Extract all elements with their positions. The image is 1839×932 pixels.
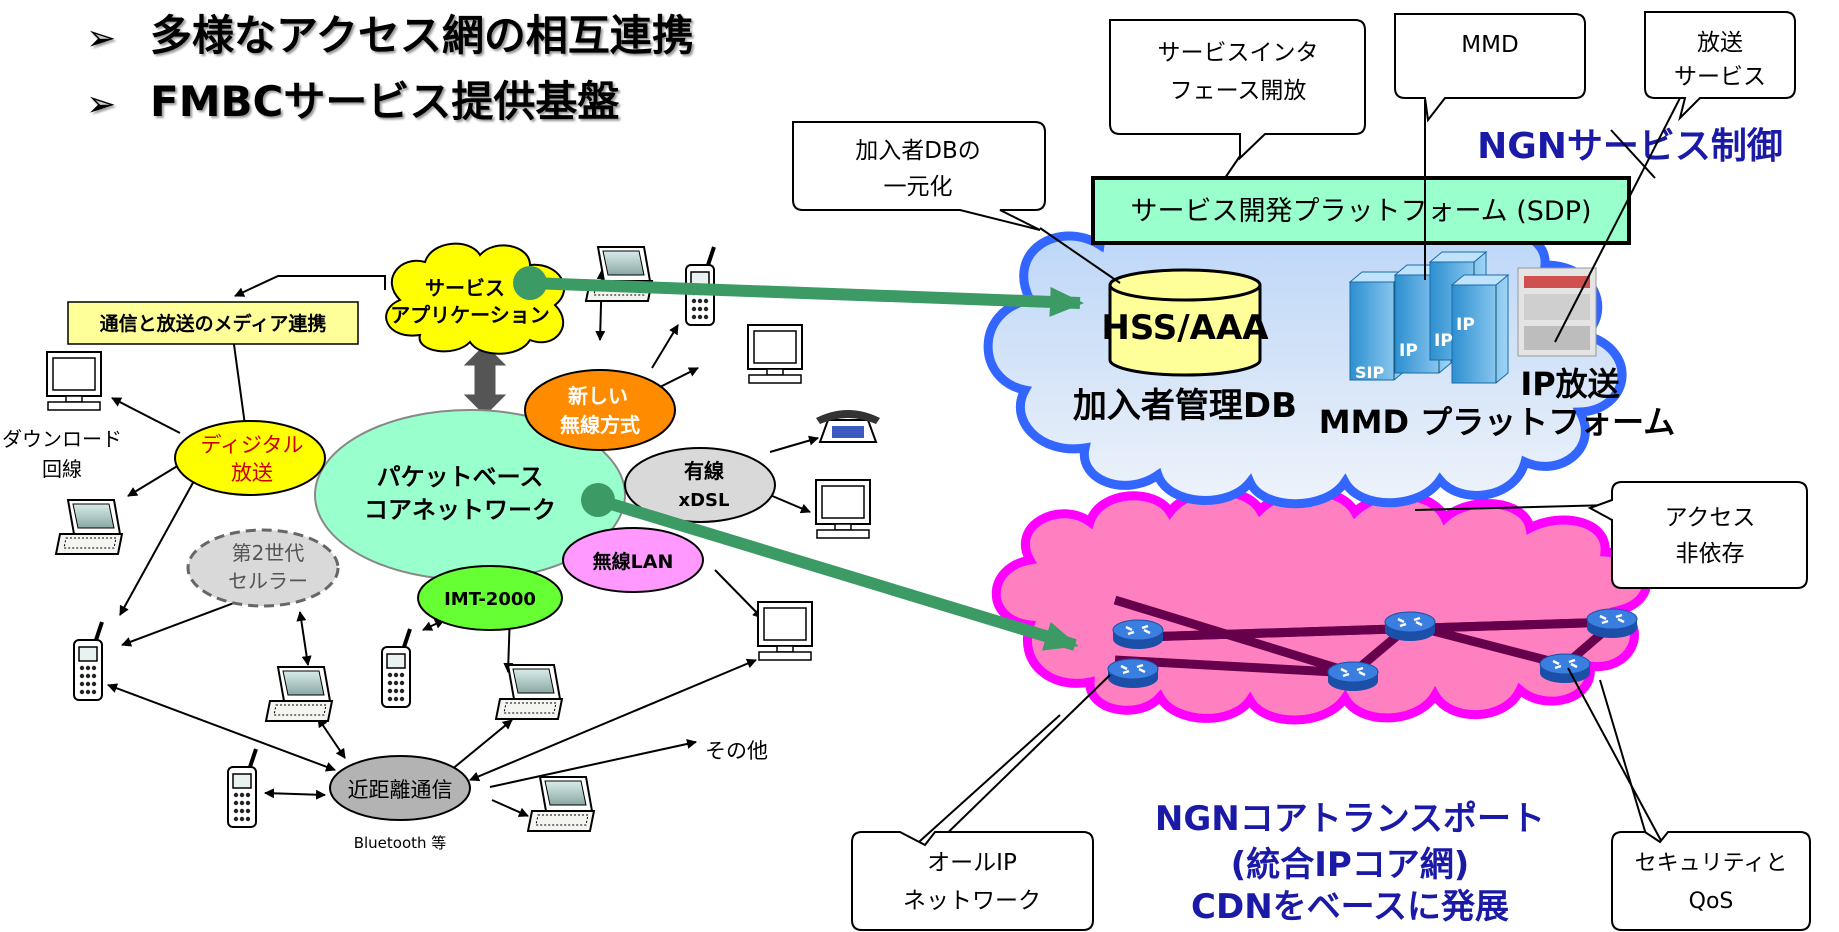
digital-broadcast-oval	[174, 420, 326, 496]
ngn-service-control-title: NGNサービス制御	[1477, 126, 1783, 167]
cellular-line2: セルラー	[228, 569, 308, 593]
wlan-label: 無線LAN	[593, 550, 674, 573]
callout-sif-line1: サービスインタ	[1158, 40, 1319, 66]
monitor-icon	[815, 479, 871, 539]
wired-line1: 有線	[684, 459, 724, 483]
callout-allip-line1: オールIP	[927, 850, 1017, 876]
core-line1: パケットベース	[377, 463, 544, 491]
desk-phone-icon	[816, 410, 880, 443]
sip-label: SIP	[1355, 363, 1384, 382]
service-app-line1: サービス	[425, 276, 505, 300]
subscriber-db-label: 加入者管理DB	[1073, 386, 1297, 426]
wireless-lan-oval	[562, 527, 704, 593]
monitor-icon	[46, 351, 102, 411]
callout-bc-line2: サービス	[1674, 64, 1766, 90]
ngn-core-subtitle: (統合IPコア網)	[1231, 845, 1470, 885]
callout-broadcast	[1644, 11, 1796, 122]
wired-line2: xDSL	[679, 490, 730, 511]
bullet-2-text: FMBCサービス提供基盤	[150, 77, 620, 126]
callout-allip-line2: ネットワーク	[903, 888, 1041, 914]
router-icon	[1111, 618, 1165, 651]
callout-access-line1: アクセス	[1665, 505, 1756, 531]
callout-all-ip	[851, 831, 1094, 931]
service-core-double-arrow	[463, 344, 507, 416]
transport-cloud	[991, 487, 1652, 725]
bullet-1-text: 多様なアクセス網の相互連携	[150, 11, 694, 60]
new-wireless-oval	[524, 369, 676, 451]
core-line2: コアネットワーク	[364, 496, 556, 524]
laptop-icon	[527, 776, 595, 832]
arrow-origin-dot	[513, 266, 547, 300]
digital-line2: 放送	[231, 461, 273, 485]
digital-line1: ディジタル	[200, 433, 303, 457]
bullet-2: ➢ FMBCサービス提供基盤	[86, 68, 619, 129]
service-to-ngn-arrow	[529, 277, 1084, 317]
callout-subscriber-db	[792, 121, 1046, 231]
callout-mmd-label: MMD	[1461, 32, 1518, 58]
new-wireless-line2: 無線方式	[560, 413, 640, 437]
near-field-label: 近距離通信	[348, 778, 453, 802]
callout-pointers	[909, 97, 1681, 851]
laptop-icon	[495, 664, 563, 720]
callout-sub-line1: 加入者DBの	[855, 138, 981, 164]
ip-label: IP	[1434, 331, 1453, 351]
monitor-icon	[757, 601, 813, 661]
cellular-2g-oval	[186, 528, 340, 608]
ip-label: IP	[1456, 315, 1475, 335]
ip-label: IP	[1399, 341, 1418, 361]
laptop-icon	[265, 666, 333, 722]
router-icon	[1106, 657, 1160, 690]
core-to-transport-arrow	[596, 494, 1079, 651]
hss-database-icon	[1108, 268, 1262, 377]
ngn-core-title: NGNコアトランスポート	[1155, 799, 1545, 839]
router-icon	[1383, 610, 1437, 643]
mobile-phone-icon	[72, 620, 104, 702]
mobile-phone-icon	[380, 627, 412, 709]
laptop-icon	[55, 499, 123, 555]
router-icon	[1585, 607, 1639, 640]
callout-bc-line1: 放送	[1697, 30, 1743, 56]
callout-mmd	[1394, 13, 1586, 123]
mmd-platform-label: MMD プラットフォーム	[1319, 403, 1675, 441]
broadcast-equipment-icon	[1517, 267, 1597, 357]
media-link-box	[67, 301, 359, 345]
callout-sec-line2: QoS	[1689, 889, 1734, 914]
callout-sub-line2: 一元化	[884, 174, 953, 200]
mobile-phone-icon	[226, 747, 258, 829]
callout-sif-line2: フェース開放	[1170, 78, 1307, 104]
download-line2: 回線	[42, 457, 82, 481]
ngn-core-note: CDNをベースに発展	[1191, 887, 1509, 927]
imt2000-label: IMT-2000	[444, 589, 536, 610]
callout-access-independent	[1587, 481, 1808, 589]
cellular-line1: 第2世代	[232, 541, 305, 565]
media-link-label: 通信と放送のメディア連携	[100, 312, 327, 335]
bluetooth-label: Bluetooth 等	[354, 834, 447, 852]
router-icon	[1326, 660, 1380, 693]
callout-security-qos	[1611, 831, 1811, 931]
callout-access-line2: 非依存	[1676, 541, 1745, 567]
download-line1: ダウンロード	[2, 427, 122, 451]
callout-service-interface	[1109, 19, 1366, 161]
sdp-label: サービス開発プラットフォーム (SDP)	[1130, 196, 1591, 227]
service-app-line2: アプリケーション	[390, 303, 550, 327]
arrow-bullet-icon: ➢	[86, 84, 117, 125]
router-icon	[1538, 652, 1592, 685]
monitor-icon	[747, 324, 803, 384]
callout-sec-line1: セキュリティと	[1635, 851, 1788, 876]
arrow-bullet-icon: ➢	[86, 18, 117, 59]
bullet-1: ➢ 多様なアクセス網の相互連携	[86, 2, 694, 63]
ip-broadcast-label: IP放送	[1520, 365, 1619, 403]
new-wireless-line1: 新しい	[568, 384, 628, 408]
arrow-origin-dot	[581, 483, 615, 517]
other-label: その他	[705, 739, 768, 763]
wired-xdsl-oval	[624, 447, 776, 523]
imt2000-oval	[417, 565, 563, 631]
hss-label: HSS/AAA	[1101, 308, 1269, 348]
sdp-box	[1091, 176, 1631, 245]
near-field-oval	[329, 755, 471, 821]
